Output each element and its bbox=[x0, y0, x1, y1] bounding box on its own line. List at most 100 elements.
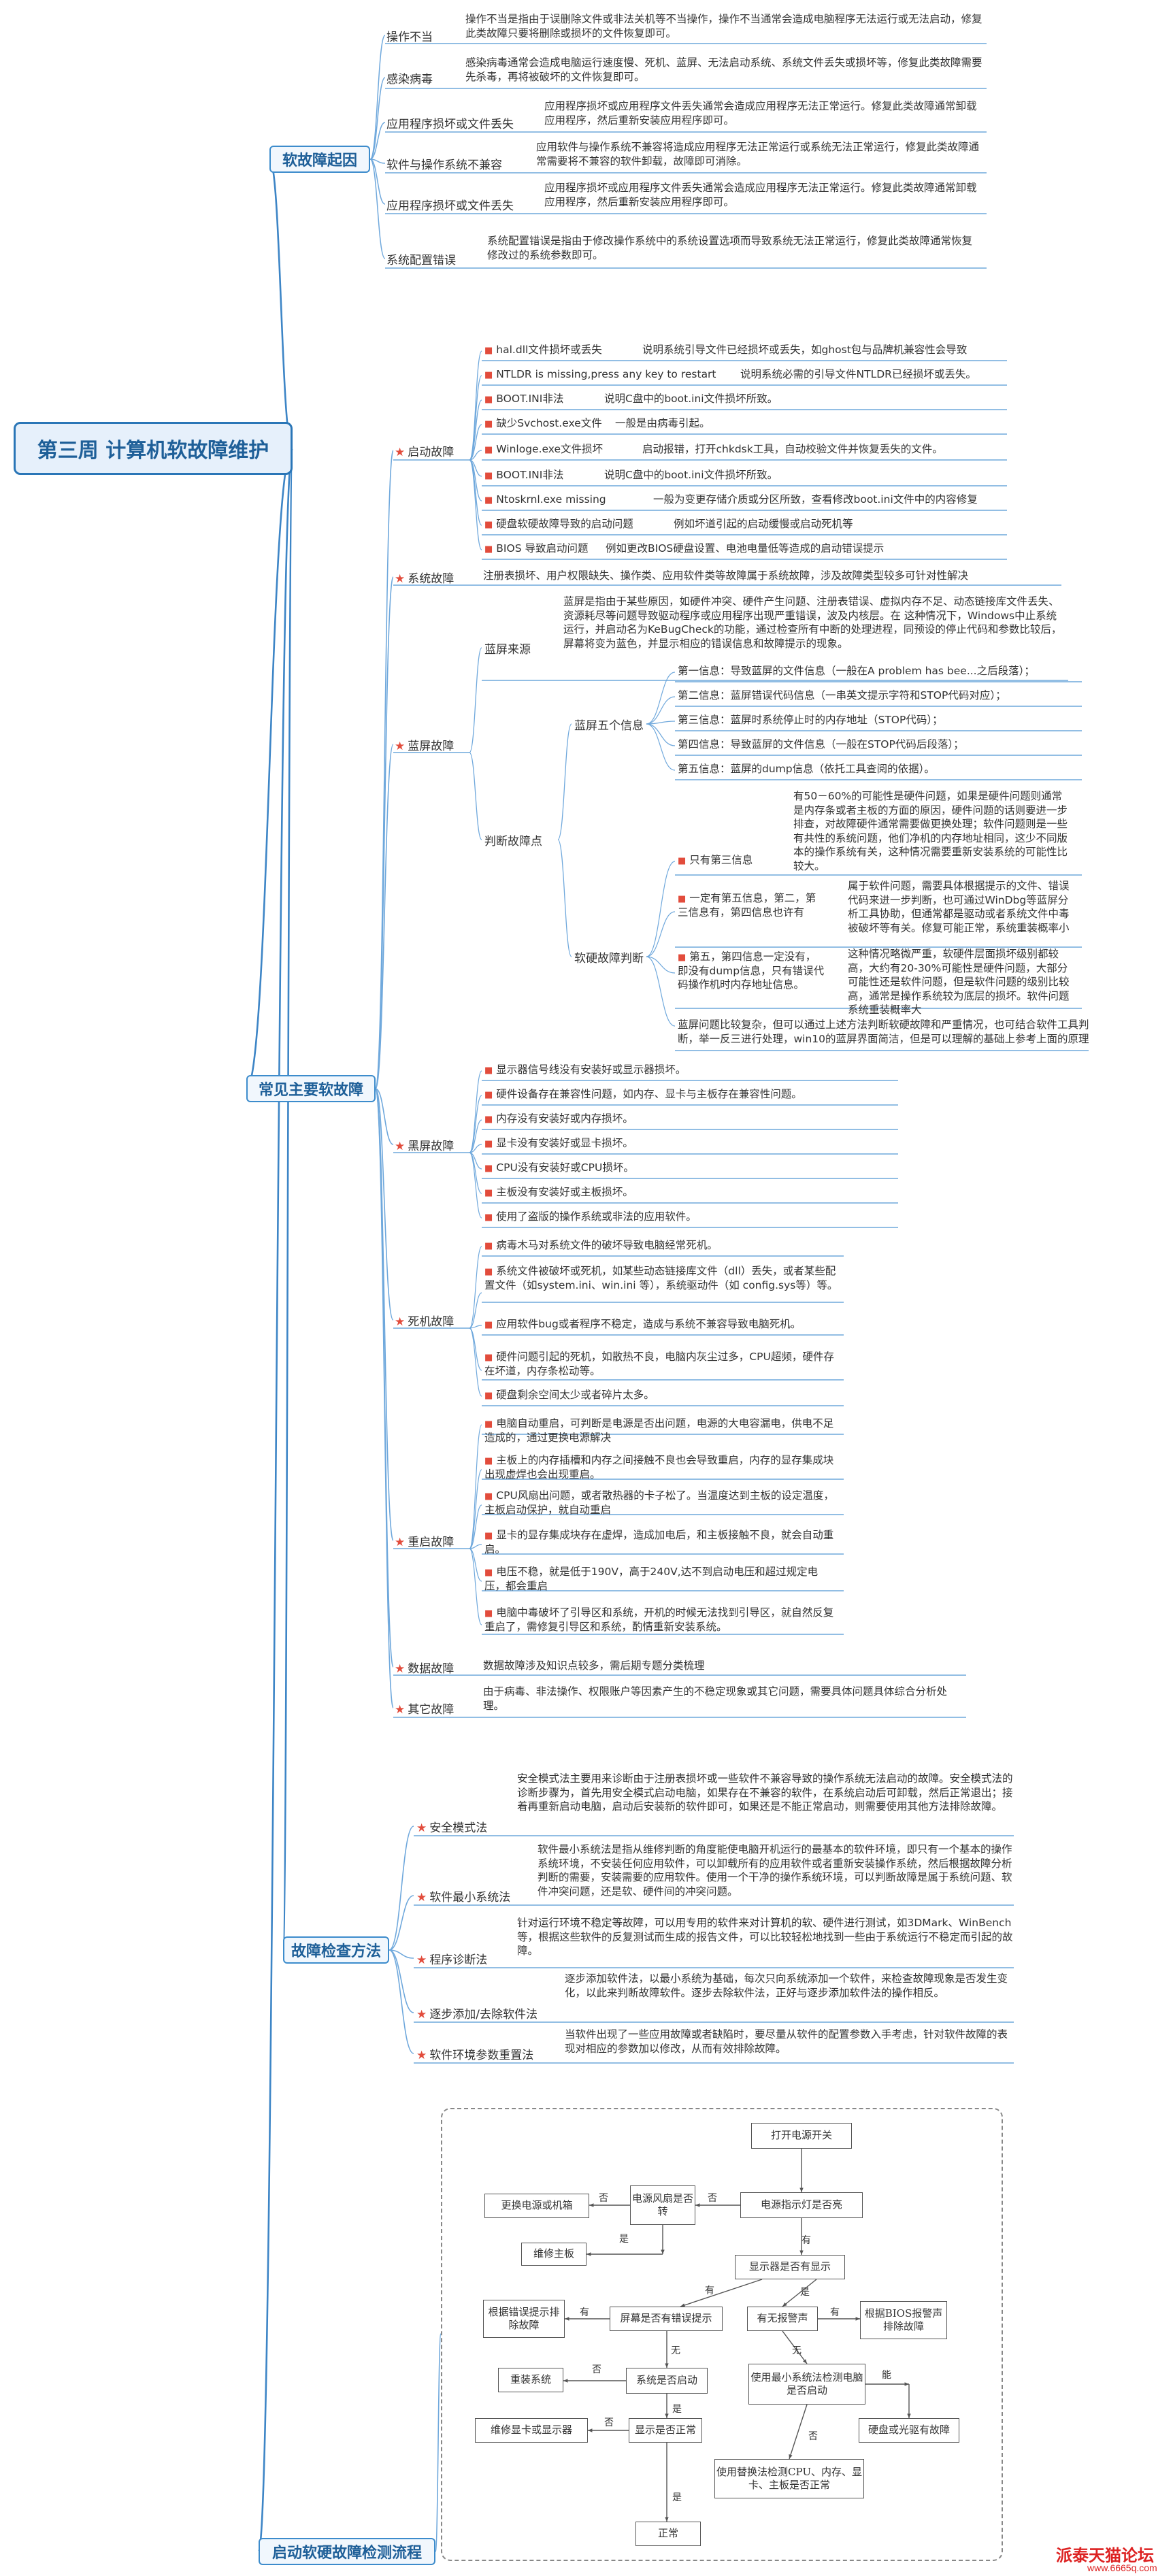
bsod-info-4[interactable]: 第四信息：导致蓝屏的文件信息（一般在STOP代码后段落）； bbox=[678, 738, 964, 750]
star-icon: ★ bbox=[416, 1821, 427, 1835]
black-item-5[interactable]: ■CPU没有安装好或CPU损坏。 bbox=[484, 1161, 634, 1174]
black-screen-label[interactable]: ★黑屏故障 bbox=[395, 1140, 455, 1153]
flag-icon: ■ bbox=[484, 370, 493, 380]
restart-item-6[interactable]: ■电脑中毒破坏了引导区和系统，开机的时候无法找到引导区，就自然反复重启了，需修复… bbox=[484, 1606, 834, 1633]
boot-item-label-1[interactable]: ■hal.dll文件损坏或丢失 bbox=[484, 344, 602, 356]
data-fault-label[interactable]: ★数据故障 bbox=[395, 1662, 455, 1676]
flag-icon: ■ bbox=[484, 1066, 493, 1076]
section-common-faults[interactable]: 常见主要软故障 bbox=[246, 1075, 376, 1102]
boot-item-label-9[interactable]: ■BIOS 导致启动问题 bbox=[484, 542, 589, 555]
crash-item-3[interactable]: ■应用软件bug或者程序不稳定，造成与系统不兼容导致电脑死机。 bbox=[484, 1318, 802, 1330]
boot-item-label-4[interactable]: ■缺少Svchost.exe文件 bbox=[484, 417, 602, 429]
case-label-1[interactable]: ■只有第三信息 bbox=[678, 854, 753, 866]
method-label-1[interactable]: ★安全模式法 bbox=[416, 1821, 488, 1835]
flag-icon: ■ bbox=[484, 1163, 493, 1174]
restart-item-1[interactable]: ■电脑自动重启，可判断是电源是否出问题，电源的大电容漏电，供电不足造成的，通过更… bbox=[484, 1417, 834, 1444]
edge-label-no: 否 bbox=[599, 2193, 608, 2204]
method-label-5[interactable]: ★软件环境参数重置法 bbox=[416, 2049, 534, 2062]
black-item-4[interactable]: ■显卡没有安装好或显卡损坏。 bbox=[484, 1137, 633, 1149]
flow-min-system: 使用最小系统法检测电脑是否启动 bbox=[748, 2364, 865, 2405]
crash-item-5[interactable]: ■硬盘剩余空间太少或者碎片太多。 bbox=[484, 1389, 655, 1401]
other-fault-label[interactable]: ★其它故障 bbox=[395, 1703, 455, 1717]
flag-icon: ■ bbox=[484, 1139, 493, 1149]
boot-item-label-8[interactable]: ■硬盘软硬故障导致的启动问题 bbox=[484, 518, 633, 530]
bsod-five-label[interactable]: 蓝屏五个信息 bbox=[574, 719, 644, 733]
edge-label-have: 有 bbox=[580, 2307, 589, 2318]
boot-fault-label[interactable]: ★启动故障 bbox=[395, 446, 455, 459]
section-causes[interactable]: 软故障起因 bbox=[269, 146, 370, 173]
edge-label-no: 否 bbox=[808, 2431, 818, 2442]
boot-item-text-4: 一般是由病毒引起。 bbox=[615, 417, 710, 429]
bsod-label[interactable]: ★蓝屏故障 bbox=[395, 740, 455, 753]
section-boot-flow[interactable]: 启动软硬故障检测流程 bbox=[259, 2538, 435, 2565]
boot-item-label-7[interactable]: ■Ntoskrnl.exe missing bbox=[484, 493, 606, 506]
restart-item-3[interactable]: ■CPU风扇出问题，或者散热器的卡子松了。当温度达到主板的设定温度，主板启动保护… bbox=[484, 1489, 834, 1516]
case-text-2: 属于软件问题，需要具体根据提示的文件、错误代码来进一步判断，也可通过WinDbg… bbox=[848, 880, 1070, 934]
flag-icon: ■ bbox=[484, 1491, 493, 1502]
boot-item-label-6[interactable]: ■BOOT.INI非法 bbox=[484, 469, 564, 481]
star-icon: ★ bbox=[416, 1891, 427, 1904]
method-label-2[interactable]: ★软件最小系统法 bbox=[416, 1891, 511, 1904]
bsod-info-1[interactable]: 第一信息：导致蓝屏的文件信息（一般在A problem has bee...之后… bbox=[678, 665, 1035, 677]
crash-item-1[interactable]: ■病毒木马对系统文件的破坏导致电脑经常死机。 bbox=[484, 1239, 718, 1251]
black-item-6[interactable]: ■主板没有安装好或主板损坏。 bbox=[484, 1186, 633, 1198]
case-label-3[interactable]: ■第五，第四信息一定没有，即没有dump信息，只有错误代码操作机时内存地址信息。 bbox=[678, 951, 825, 991]
cause-label-5[interactable]: 应用程序损坏或文件丢失 bbox=[386, 199, 514, 213]
restart-item-5[interactable]: ■电压不稳，就是低于190V，高于240V,达不到启动电压和超过规定电压，都会重… bbox=[484, 1566, 819, 1592]
black-item-1[interactable]: ■显示器信号线没有安装好或显示器损坏。 bbox=[484, 1063, 687, 1076]
flag-icon: ■ bbox=[484, 1391, 493, 1401]
boot-item-text-6: 说明C盘中的boot.ini文件损坏所致。 bbox=[604, 469, 778, 481]
boot-item-label-3[interactable]: ■BOOT.INI非法 bbox=[484, 393, 564, 405]
edge-label-none: 无 bbox=[792, 2345, 802, 2356]
bsod-hw-judge-label[interactable]: 软硬故障判断 bbox=[574, 952, 644, 965]
cause-label-6[interactable]: 系统配置错误 bbox=[386, 254, 456, 267]
boot-item-text-8: 例如坏道引起的启动缓慢或启动死机等 bbox=[674, 518, 853, 530]
black-item-7[interactable]: ■使用了盗版的操作系统或非法的应用软件。 bbox=[484, 1210, 697, 1223]
cause-label-2[interactable]: 感染病毒 bbox=[386, 73, 433, 86]
bsod-info-5[interactable]: 第五信息：蓝屏的dump信息（依托工具查阅的依据）。 bbox=[678, 763, 935, 775]
star-icon: ★ bbox=[395, 1536, 406, 1549]
black-item-2[interactable]: ■硬件设备存在兼容性问题，如内存、显卡与主板存在兼容性问题。 bbox=[484, 1088, 802, 1100]
method-label-4[interactable]: ★逐步添加/去除软件法 bbox=[416, 2008, 538, 2021]
restart-item-4[interactable]: ■显卡的显存集成块存在虚焊，造成加电后，和主板接触不良，就会自动重启。 bbox=[484, 1529, 834, 1555]
bsod-info-3[interactable]: 第三信息：蓝屏时系统停止时的内存地址（STOP代码）； bbox=[678, 714, 943, 726]
flow-alarm: 有无报警声 bbox=[747, 2307, 818, 2331]
bsod-info-2[interactable]: 第二信息：蓝屏错误代码信息（一串英文提示字符和STOP代码对应）； bbox=[678, 689, 1006, 701]
flow-swap-parts: 使用替换法检测CPU、内存、显卡、主板是否正常 bbox=[714, 2459, 864, 2498]
section-check-methods[interactable]: 故障检查方法 bbox=[283, 1936, 389, 1964]
black-item-3[interactable]: ■内存没有安装好或内存损坏。 bbox=[484, 1112, 633, 1125]
method-label-3[interactable]: ★程序诊断法 bbox=[416, 1953, 488, 1967]
flag-icon: ■ bbox=[484, 1353, 493, 1363]
root-title[interactable]: 第三周 计算机软故障维护 bbox=[14, 422, 293, 475]
case-label-2[interactable]: ■一定有第五信息，第二，第三信息有，第四信息也许有 bbox=[678, 892, 816, 919]
data-fault-text: 数据故障涉及知识点较多，需后期专题分类梳理 bbox=[483, 1659, 705, 1672]
boot-item-text-3: 说明C盘中的boot.ini文件损坏所致。 bbox=[604, 393, 778, 405]
restart-item-2[interactable]: ■主板上的内存插槽和内存之间接触不良也会导致重启，内存的显存集成块出现虚焊也会出… bbox=[484, 1454, 834, 1481]
cause-label-4[interactable]: 软件与操作系统不兼容 bbox=[386, 159, 502, 172]
edge-label-no: 否 bbox=[592, 2364, 601, 2375]
flag-icon: ■ bbox=[484, 520, 493, 530]
cause-text-3: 应用程序损坏或应用程序文件丢失通常会造成应用程序无法正常运行。修复此类故障通常卸… bbox=[544, 100, 977, 127]
cause-label-1[interactable]: 操作不当 bbox=[386, 31, 433, 44]
bsod-source-label[interactable]: 蓝屏来源 bbox=[484, 643, 531, 657]
flow-repair-gpu: 维修显卡或显示器 bbox=[475, 2418, 588, 2443]
crash-item-2[interactable]: ■系统文件被破坏或死机，如某些动态链接库文件（dll）丢失，或者某些配置文件（如… bbox=[484, 1265, 838, 1291]
restart-label[interactable]: ★重启故障 bbox=[395, 1536, 455, 1549]
boot-item-label-2[interactable]: ■NTLDR is missing,press any key to resta… bbox=[484, 368, 716, 380]
bsod-judge-label[interactable]: 判断故障点 bbox=[484, 835, 542, 848]
crash-label[interactable]: ★死机故障 bbox=[395, 1315, 455, 1329]
boot-item-label-5[interactable]: ■Winloge.exe文件损坏 bbox=[484, 443, 604, 455]
crash-item-4[interactable]: ■硬件问题引起的死机，如散热不良，电脑内灰尘过多，CPU超频，硬件存在坏道，内存… bbox=[484, 1351, 834, 1377]
star-icon: ★ bbox=[416, 2008, 427, 2021]
other-fault-text: 由于病毒、非法操作、权限账户等因素产生的不稳定现象或其它问题，需要具体问题具体综… bbox=[483, 1685, 948, 1712]
star-icon: ★ bbox=[395, 1140, 406, 1153]
flag-icon: ■ bbox=[484, 1456, 493, 1466]
flow-reinstall: 重装系统 bbox=[498, 2368, 563, 2392]
edge-label-yes: 是 bbox=[619, 2234, 629, 2245]
system-fault-label[interactable]: ★系统故障 bbox=[395, 572, 455, 586]
flag-icon: ■ bbox=[484, 544, 493, 555]
method-text-1: 安全模式法主要用来诊断由于注册表损坏或一些软件不兼容导致的操作系统无法启动的故障… bbox=[517, 1772, 1013, 1813]
cause-text-2: 感染病毒通常会造成电脑运行速度慢、死机、蓝屏、无法启动系统、系统文件丢失或损坏等… bbox=[465, 56, 982, 83]
cause-label-3[interactable]: 应用程序损坏或文件丢失 bbox=[386, 118, 514, 131]
